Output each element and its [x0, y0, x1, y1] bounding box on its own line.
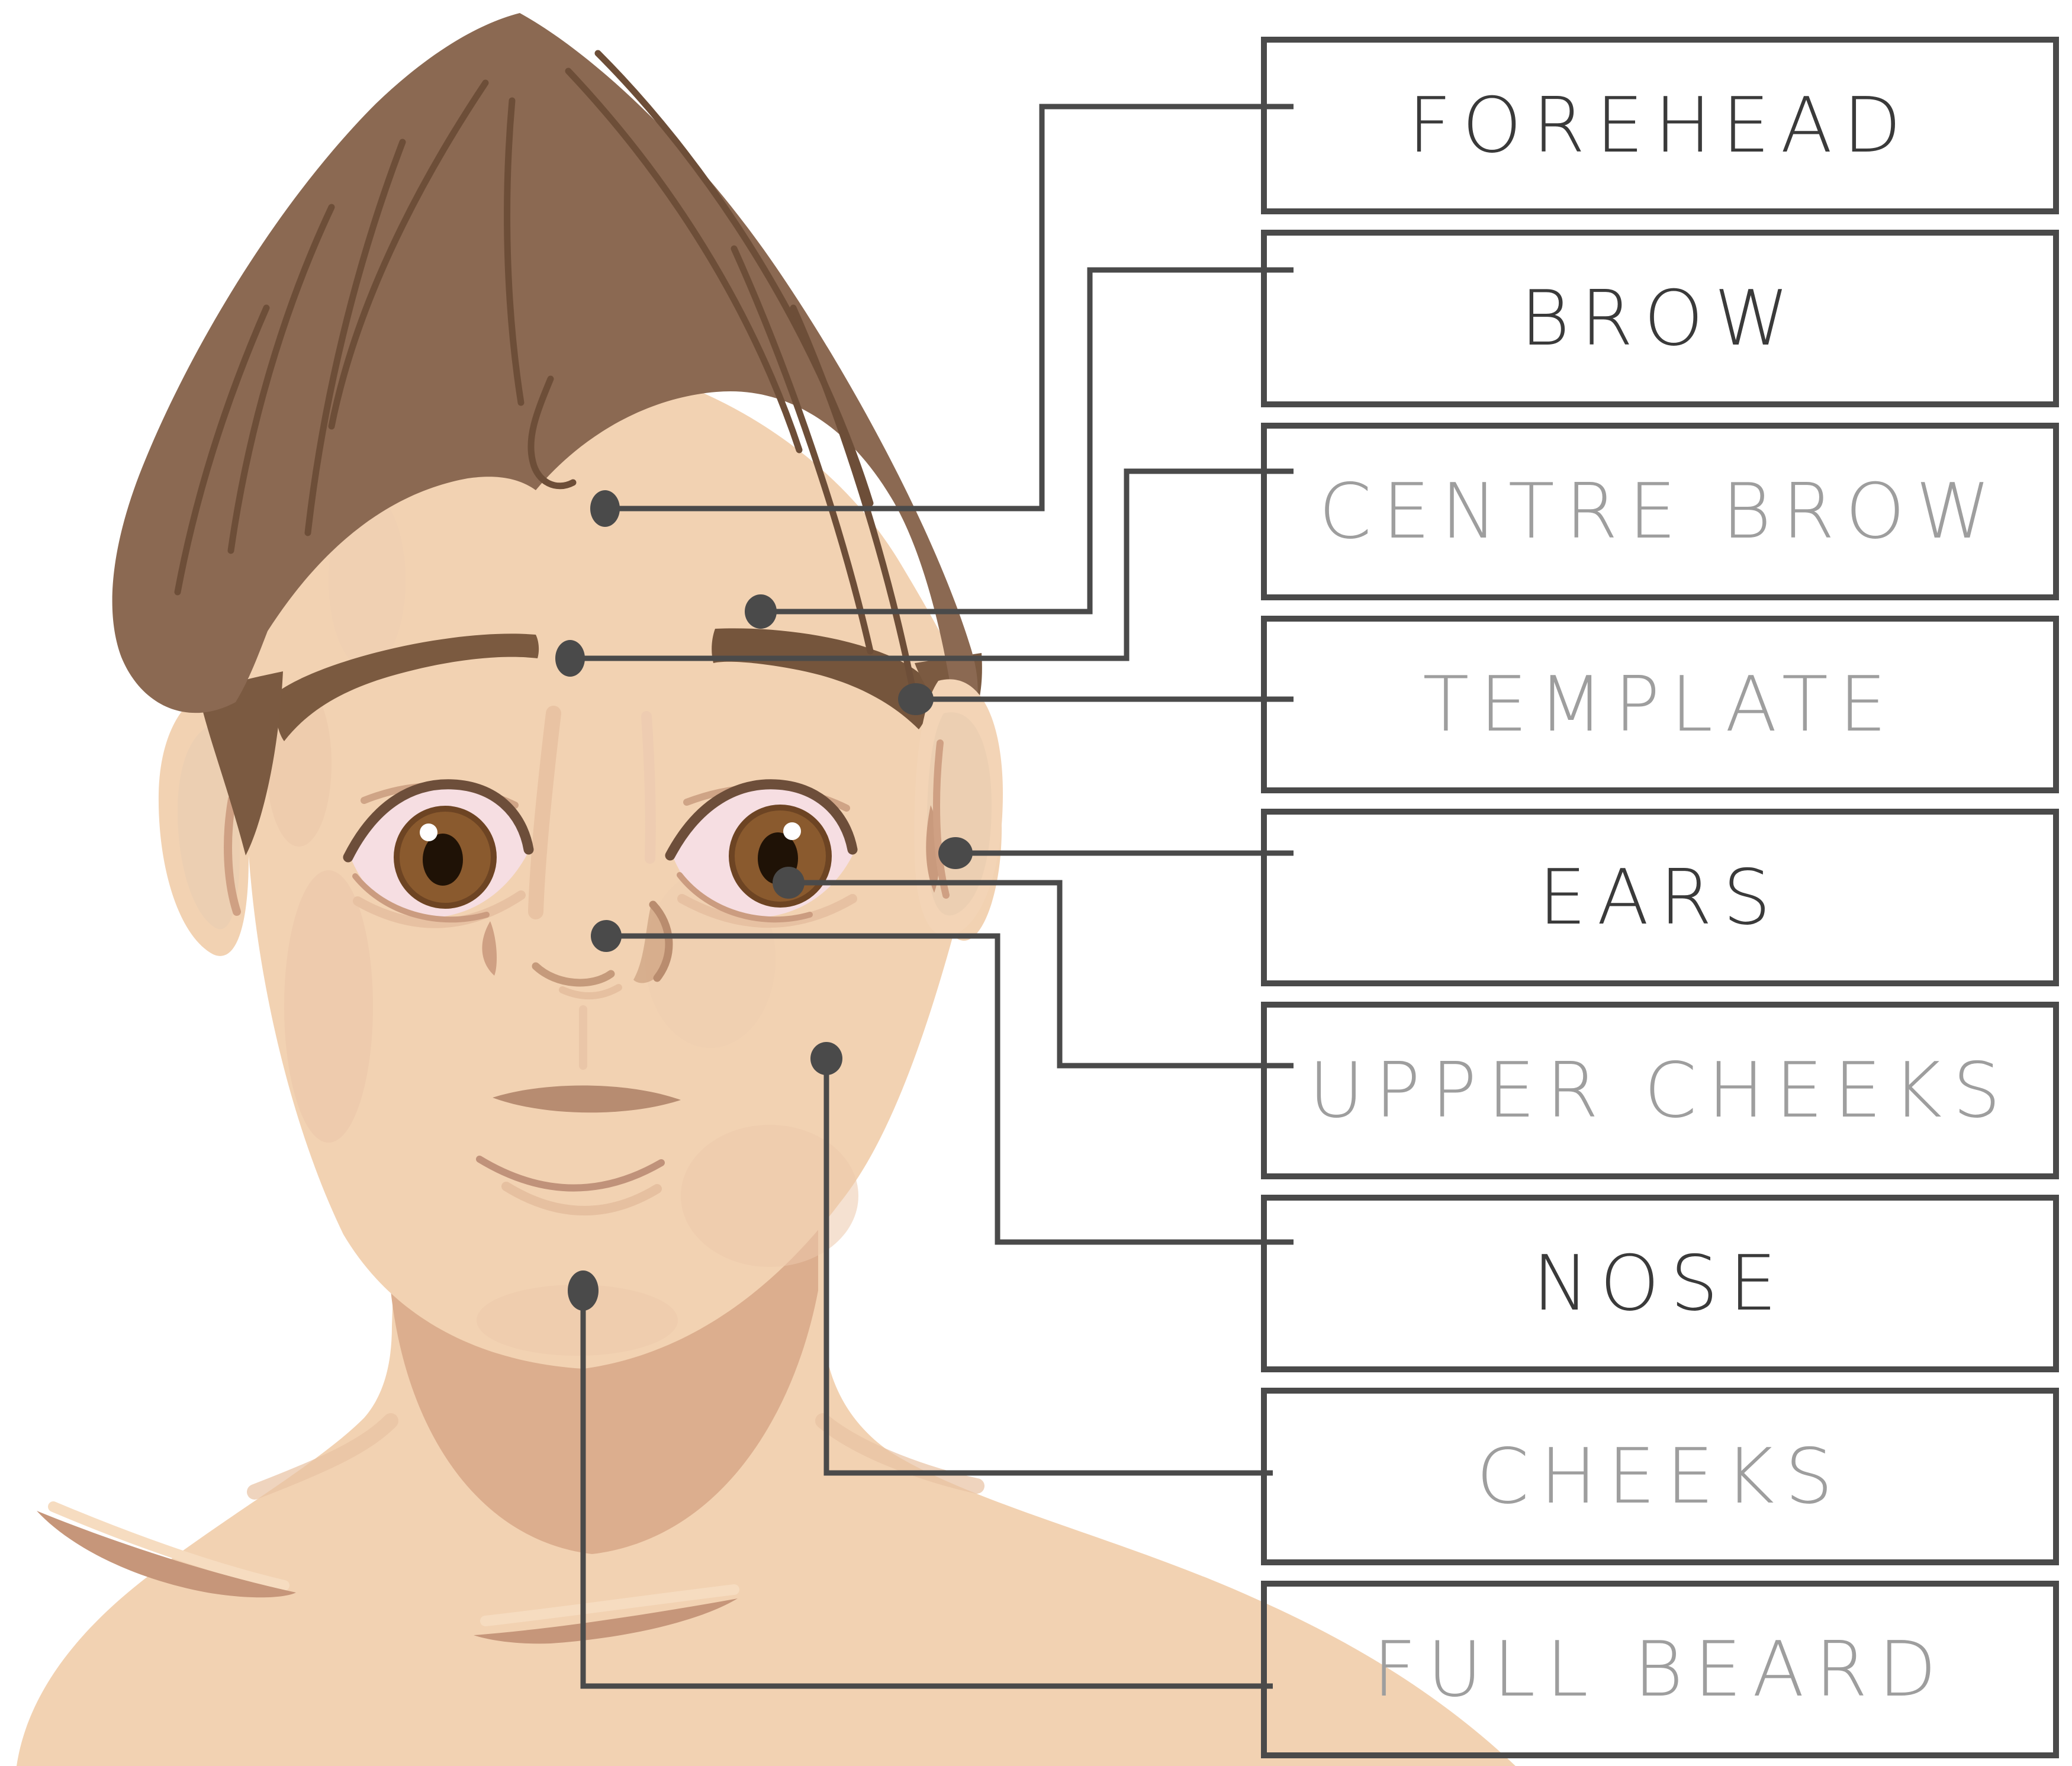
- left-cheek-shade: [284, 870, 373, 1143]
- face: [244, 355, 1002, 1369]
- hair-strand: [731, 245, 874, 655]
- label-box-brow: BROW: [1261, 230, 2059, 407]
- hair-strand: [227, 204, 335, 554]
- right-clavicle: [474, 1598, 738, 1644]
- right-nostril-line: [649, 900, 673, 982]
- lower-lip-line: [476, 1156, 665, 1192]
- marker-dot-cheeks: [810, 1042, 842, 1075]
- nose-under-shade: [559, 984, 622, 1000]
- left-sideburn: [198, 671, 283, 855]
- left-eye-highlight: [420, 824, 437, 841]
- right-jaw-shade: [681, 1125, 858, 1267]
- hair-strand: [565, 67, 803, 453]
- right-eyebrow: [712, 628, 929, 729]
- nose-bridge-left-shade: [528, 706, 561, 919]
- upper-lip-line: [493, 1085, 681, 1113]
- marker-dot-nose: [591, 920, 622, 952]
- mouth: [476, 1085, 681, 1215]
- right-upper-lash: [665, 779, 858, 861]
- right-shoulder-shade: [815, 1413, 984, 1494]
- marker-dot-full-beard: [568, 1270, 599, 1311]
- hair-strands: [174, 50, 918, 702]
- label-nose: NOSE: [1532, 1239, 1788, 1328]
- connector-full-beard: [580, 1291, 1273, 1689]
- hair-strand: [174, 304, 270, 596]
- right-clavicle-highlight: [480, 1584, 739, 1626]
- torso-skin: [17, 1214, 1516, 1766]
- marker-dot-template: [898, 683, 934, 715]
- marker-dot-centre-brow: [555, 640, 585, 677]
- hair-shape: [112, 13, 978, 739]
- nose: [482, 706, 673, 1070]
- label-box-upper-cheeks: UPPER CHEEKS: [1261, 1002, 2059, 1179]
- left-iris-rim: [394, 806, 497, 909]
- left-nostril: [482, 921, 497, 976]
- connector-upper-cheeks: [789, 880, 1294, 1069]
- left-clavicle: [37, 1511, 296, 1598]
- label-box-forehead: FOREHEAD: [1261, 37, 2059, 214]
- left-under-eye-shade: [353, 890, 526, 928]
- marker-dot-forehead: [590, 490, 620, 527]
- hair-strand: [304, 139, 406, 536]
- label-box-full-beard: FULL BEARD: [1261, 1581, 2059, 1758]
- hair-strand-curl: [527, 375, 577, 490]
- marker-dots: [555, 490, 973, 1311]
- right-iris-rim: [729, 805, 832, 908]
- right-eye: [665, 779, 858, 928]
- label-forehead: FOREHEAD: [1408, 81, 1912, 170]
- label-ears: EARS: [1538, 853, 1782, 942]
- connector-forehead: [605, 104, 1294, 512]
- left-shoulder-shade: [247, 1413, 398, 1500]
- left-pupil: [423, 834, 463, 886]
- label-box-template: TEMPLATE: [1261, 616, 2059, 793]
- right-ear: [914, 679, 1003, 937]
- connector-cheeks: [823, 1059, 1273, 1476]
- right-nostril-fill: [633, 905, 668, 983]
- hair-strand: [504, 97, 525, 406]
- label-upper-cheeks: UPPER CHEEKS: [1308, 1046, 2012, 1135]
- label-box-nose: NOSE: [1261, 1195, 2059, 1372]
- connector-brow: [761, 267, 1294, 615]
- label-box-centre-brow: CENTRE BROW: [1261, 423, 2059, 600]
- left-lower-lid: [352, 873, 490, 923]
- hair-strand: [328, 79, 489, 430]
- marker-dot-ears: [938, 837, 973, 869]
- left-ear-crease: [224, 795, 241, 916]
- marker-dot-upper-cheeks: [773, 867, 805, 899]
- label-brow: BROW: [1520, 274, 1800, 363]
- right-eye-highlight: [783, 822, 801, 840]
- below-lip-shade: [501, 1182, 662, 1215]
- left-clavicle-highlight: [48, 1501, 289, 1591]
- label-centre-brow: CENTRE BROW: [1318, 467, 2002, 556]
- chin-shade: [477, 1285, 678, 1356]
- left-upper-lash: [343, 779, 534, 863]
- right-lower-lid: [677, 872, 813, 923]
- right-ear-crease: [933, 739, 950, 899]
- left-eyebrow: [276, 633, 539, 741]
- right-under-eye-shade: [677, 894, 857, 928]
- marker-dot-brow: [745, 594, 777, 629]
- left-eye: [343, 779, 534, 928]
- hair-strand: [790, 304, 918, 702]
- nose-base-line: [532, 962, 615, 987]
- connectors: [570, 104, 1294, 1689]
- connector-nose: [606, 933, 1294, 1245]
- label-full-beard: FULL BEARD: [1372, 1625, 1948, 1714]
- face-skin: [244, 355, 1002, 1369]
- label-cheeks: CHEEKS: [1476, 1432, 1844, 1521]
- connector-centre-brow: [570, 468, 1294, 661]
- label-box-ears: EARS: [1261, 809, 2059, 986]
- label-template: TEMPLATE: [1423, 660, 1897, 749]
- nose-bridge-right-shade: [641, 711, 656, 864]
- label-box-cheeks: CHEEKS: [1261, 1388, 2059, 1565]
